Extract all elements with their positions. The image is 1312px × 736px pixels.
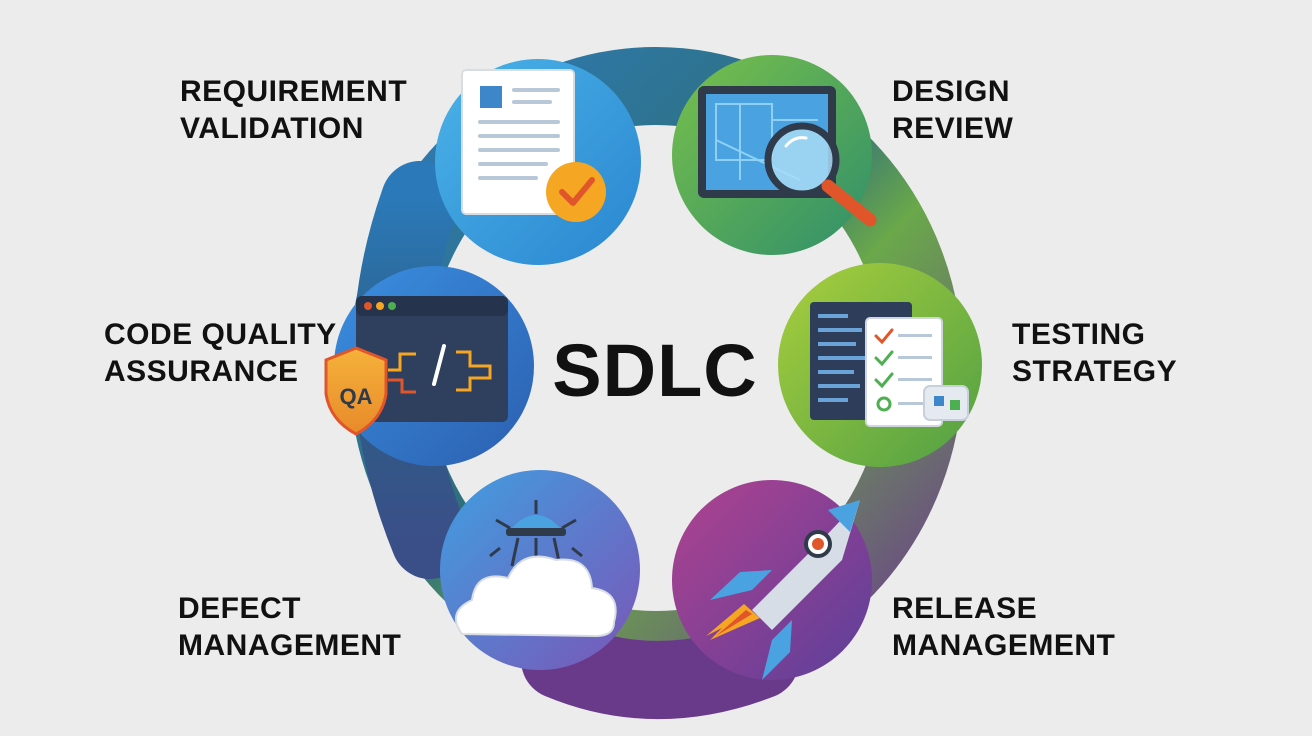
test-checklist-icon <box>810 302 969 427</box>
label-defect-management: DEFECT MANAGEMENT <box>178 590 401 664</box>
label-line: REQUIREMENT <box>180 75 408 108</box>
label-line: MANAGEMENT <box>178 629 402 662</box>
label-line: STRATEGY <box>1012 355 1178 388</box>
label-requirement-validation: REQUIREMENT VALIDATION <box>180 73 407 147</box>
label-line: MANAGEMENT <box>892 629 1116 662</box>
label-design-review: DESIGN REVIEW <box>892 73 1013 147</box>
stage-node-defect-management[interactable] <box>440 470 640 670</box>
code-window-qa-shield-icon: QA <box>324 296 508 436</box>
label-line: DEFECT <box>178 592 301 625</box>
label-line: DESIGN <box>892 75 1011 108</box>
label-line: TESTING <box>1012 318 1146 351</box>
blueprint-magnifier-icon <box>698 86 877 227</box>
label-line: RELEASE <box>892 592 1038 625</box>
label-release-management: RELEASE MANAGEMENT <box>892 590 1115 664</box>
stage-node-release-management[interactable] <box>672 480 872 680</box>
document-checkmark-icon <box>461 69 606 222</box>
stage-node-testing-strategy[interactable] <box>778 263 982 467</box>
label-line: ASSURANCE <box>104 355 299 388</box>
stage-node-requirement-validation[interactable] <box>435 59 641 265</box>
label-testing-strategy: TESTING STRATEGY <box>1012 316 1177 390</box>
qa-badge-text: QA <box>340 384 373 409</box>
rocket-icon <box>706 500 860 680</box>
label-line: VALIDATION <box>180 112 364 145</box>
cloud-alarm-icon <box>454 500 617 638</box>
label-line: CODE QUALITY <box>104 318 337 351</box>
label-code-quality-assurance: CODE QUALITY ASSURANCE <box>104 316 337 390</box>
label-line: REVIEW <box>892 112 1014 145</box>
stage-node-code-quality-assurance[interactable]: QA <box>324 266 534 466</box>
stage-node-design-review[interactable] <box>672 55 877 255</box>
center-title: SDLC <box>552 329 758 412</box>
